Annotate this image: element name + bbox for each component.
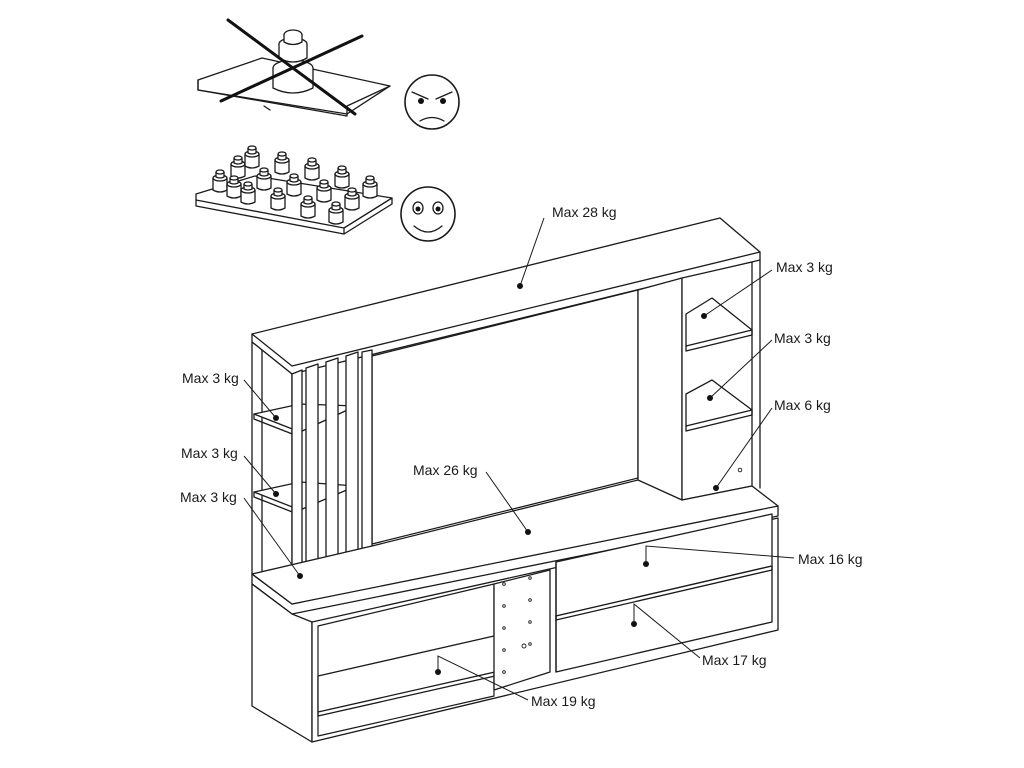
label-left-shelf-2: Max 3 kg bbox=[181, 445, 238, 461]
weight-icon bbox=[226, 175, 242, 199]
label-top-shelf: Max 28 kg bbox=[552, 204, 617, 220]
smiling-face-icon bbox=[400, 186, 456, 242]
weight-icon bbox=[316, 179, 332, 203]
tv-wall-unit bbox=[251, 217, 779, 743]
weight-icon bbox=[286, 173, 302, 197]
weight-icon bbox=[270, 187, 286, 211]
label-left-lower-compartment: Max 19 kg bbox=[531, 693, 596, 709]
weight-icon bbox=[212, 169, 228, 193]
load-labels: Max 28 kg Max 3 kg Max 3 kg Max 6 kg Max… bbox=[180, 204, 863, 709]
label-right-lower-compartment: Max 17 kg bbox=[702, 652, 767, 668]
single-heavy-weight-crossed-icon bbox=[197, 18, 391, 117]
weight-icon bbox=[244, 145, 260, 169]
weight-icon bbox=[304, 157, 320, 181]
weight-icon bbox=[344, 187, 360, 211]
label-center-deck: Max 26 kg bbox=[413, 462, 478, 478]
label-right-shelf-2: Max 3 kg bbox=[774, 330, 831, 346]
weight-icon bbox=[240, 181, 256, 205]
weight-icon bbox=[256, 167, 272, 191]
weight-icon bbox=[328, 201, 344, 225]
weight-icon bbox=[300, 195, 316, 219]
weight-icon bbox=[362, 175, 378, 199]
center-deck bbox=[251, 479, 779, 605]
label-left-shelf-3: Max 3 kg bbox=[180, 489, 237, 505]
leader-lines bbox=[243, 217, 795, 701]
weight-icon bbox=[334, 165, 350, 189]
weight-icon bbox=[274, 151, 290, 175]
weight-icon bbox=[230, 155, 246, 179]
angry-face-icon bbox=[404, 74, 460, 130]
label-right-shelf-1: Max 3 kg bbox=[776, 259, 833, 275]
label-right-shelf-3: Max 6 kg bbox=[774, 397, 831, 413]
distributed-weights-icon bbox=[195, 145, 393, 235]
label-left-shelf-1: Max 3 kg bbox=[182, 370, 239, 386]
label-right-upper-compartment: Max 16 kg bbox=[798, 551, 863, 567]
